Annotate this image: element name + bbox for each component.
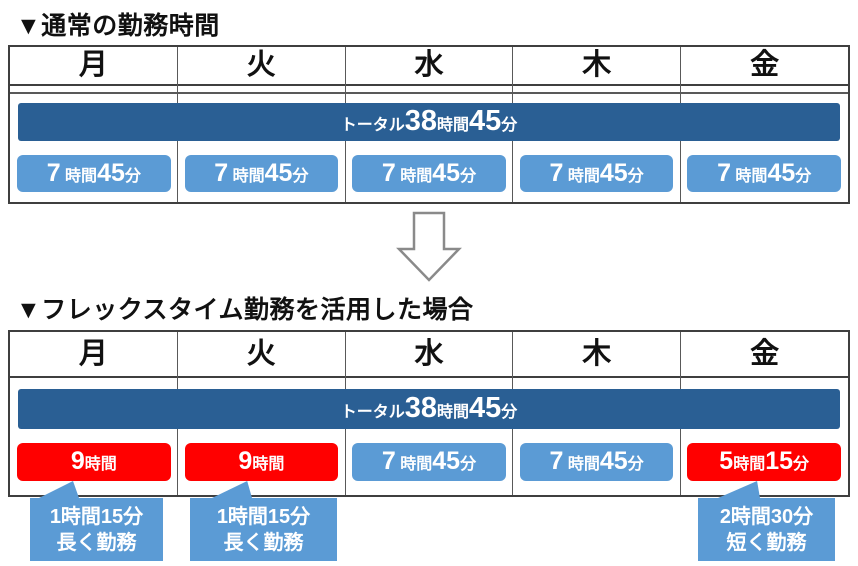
total-hours-bar: トータル38時間45分 xyxy=(18,389,840,429)
daily-hours-wednesday: 7 時間45分 xyxy=(352,155,506,192)
total-minutes-value: 45 xyxy=(469,105,502,137)
callout-line1: 2時間30分 xyxy=(719,506,814,528)
total-hours-bar: トータル38時間45分 xyxy=(18,103,840,141)
callout-monday-longer: 1時間15分 長く勤務 xyxy=(30,498,163,561)
daily-hours-tuesday: 7 時間45分 xyxy=(184,155,339,192)
table-flextime-hours: 月 火 水 木 金 トータル38時間45分 9時間 9時間 7 時間45分 7 … xyxy=(8,330,850,497)
callout-line2: 短く勤務 xyxy=(726,532,807,554)
total-hours-value: 38 xyxy=(404,392,437,424)
down-arrow-icon xyxy=(396,211,462,282)
callout-line2: 長く勤務 xyxy=(56,532,137,554)
callout-line2: 長く勤務 xyxy=(223,532,304,554)
column-wednesday: 水 xyxy=(345,47,514,202)
total-prefix: トータル xyxy=(340,404,405,421)
section-title-normal-hours: ▼通常の勤務時間 xyxy=(16,12,220,40)
callout-line1: 1時間15分 xyxy=(49,506,144,528)
total-prefix: トータル xyxy=(340,117,405,134)
callout-friday-shorter: 2時間30分 短く勤務 xyxy=(698,498,835,561)
daily-hours-wednesday: 7 時間45分 xyxy=(352,443,506,481)
day-header-thursday: 木 xyxy=(513,332,681,378)
column-friday: 金 xyxy=(681,332,848,495)
daily-hours-thursday: 7 時間45分 xyxy=(519,155,674,192)
total-minutes-unit: 分 xyxy=(501,117,518,134)
day-header-friday: 金 xyxy=(681,332,848,378)
day-header-tuesday: 火 xyxy=(177,332,345,378)
header-divider-line xyxy=(10,92,848,94)
column-friday: 金 xyxy=(681,47,848,202)
day-header-monday: 月 xyxy=(10,47,177,86)
daily-hours-tuesday-long: 9時間 xyxy=(184,443,339,481)
callout-line1: 1時間15分 xyxy=(216,506,311,528)
total-hours-unit: 時間 xyxy=(436,117,469,134)
total-hours-value: 38 xyxy=(404,105,437,137)
daily-hours-monday-long: 9時間 xyxy=(17,443,171,481)
section-title-flextime: ▼フレックスタイム勤務を活用した場合 xyxy=(16,296,474,324)
daily-hours-thursday: 7 時間45分 xyxy=(519,443,674,481)
total-minutes-value: 45 xyxy=(469,392,502,424)
day-header-friday: 金 xyxy=(681,47,848,86)
callout-tuesday-longer: 1時間15分 長く勤務 xyxy=(190,498,337,561)
total-hours-unit: 時間 xyxy=(436,404,469,421)
table-normal-hours: 月 火 水 木 金 トータル38時間45分 7 時間45分 7 時間45分 7 … xyxy=(8,45,850,204)
day-header-monday: 月 xyxy=(10,332,177,378)
total-minutes-unit: 分 xyxy=(501,404,518,421)
daily-hours-monday: 7 時間45分 xyxy=(17,155,171,192)
daily-hours-row: 7 時間45分 7 時間45分 7 時間45分 7 時間45分 7 時間45分 xyxy=(10,155,848,192)
daily-hours-friday-short: 5時間15分 xyxy=(687,443,841,481)
daily-hours-row: 9時間 9時間 7 時間45分 7 時間45分 5時間15分 xyxy=(10,443,848,481)
day-header-tuesday: 火 xyxy=(177,47,345,86)
day-header-thursday: 木 xyxy=(513,47,681,86)
day-header-wednesday: 水 xyxy=(345,332,513,378)
day-header-wednesday: 水 xyxy=(345,47,513,86)
daily-hours-friday: 7 時間45分 xyxy=(687,155,841,192)
